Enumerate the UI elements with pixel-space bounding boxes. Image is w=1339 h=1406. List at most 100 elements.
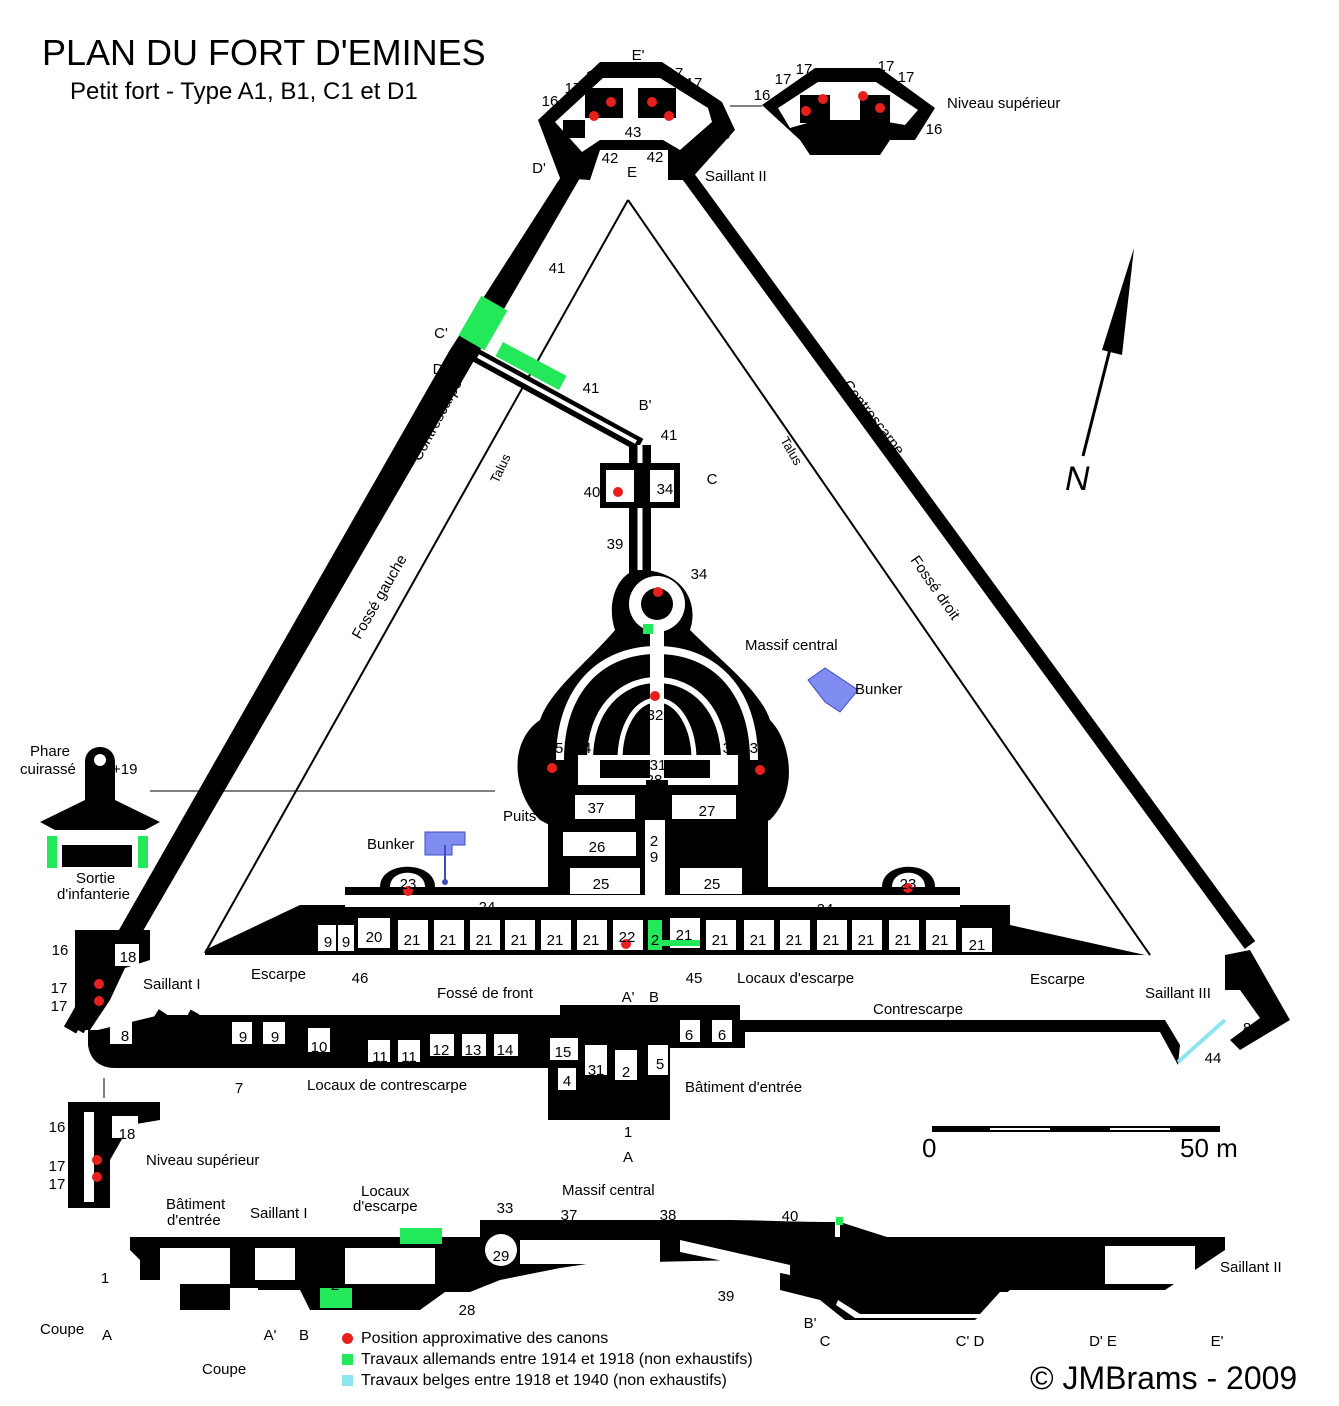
gallery-41-diag-inner [477, 354, 637, 444]
label-bunker-left: Bunker [367, 836, 415, 853]
room-label-61: 21 [476, 932, 493, 949]
label-saillant-3: Saillant III [1145, 985, 1211, 1002]
section-number-13: C' D [956, 1333, 985, 1350]
label-niveau-superieur-bottom: Niveau supérieur [146, 1152, 259, 1169]
label-talus-left: Talus [487, 451, 514, 485]
wall-right-outer [674, 161, 1256, 949]
room-label-32: 32 [647, 707, 664, 724]
room-8-left-a [110, 1022, 132, 1044]
section-entrance-window [160, 1248, 230, 1284]
room-label-69: 21 [750, 932, 767, 949]
room-label-38: 35 [750, 740, 767, 757]
room-label-81: 45 [686, 970, 703, 987]
room-label-30: 34 [620, 667, 637, 684]
saillant-1-upper-room-18 [112, 1116, 138, 1138]
label-saillant-1: Saillant I [143, 976, 201, 993]
section-number-14: D' E [1089, 1333, 1117, 1350]
room-label-79: 17 [51, 998, 68, 1015]
escarpe-rooms [205, 866, 1145, 955]
massif-german-works [643, 624, 653, 634]
legend-swatch-red [342, 1333, 353, 1344]
section-label-batiment-2: d'entrée [167, 1212, 221, 1229]
room-label-110: 16 [49, 1119, 66, 1136]
room-label-49: 26 [589, 839, 606, 856]
scale-end: 50 m [1180, 1133, 1238, 1163]
room-label-26: 34 [657, 481, 674, 498]
room-25-right [680, 868, 742, 894]
room-label-41: 30 [622, 757, 639, 774]
contrescarpe-walls [63, 105, 1256, 1098]
room-label-71: 21 [823, 932, 840, 949]
legend-swatch-green [342, 1354, 353, 1365]
page-subtitle: Petit fort - Type A1, B1, C1 et D1 [70, 78, 418, 105]
room-label-91: 9 [271, 1029, 279, 1046]
room-label-42: 31 [650, 757, 667, 774]
talus-left-line [204, 199, 629, 954]
room-label-82: A' [622, 989, 635, 1006]
label-locaux-escarpe: Locaux d'escarpe [737, 970, 854, 987]
room-label-70: 21 [786, 932, 803, 949]
room-label-52: 23 [400, 876, 417, 893]
room-label-19: 41 [583, 380, 600, 397]
room-label-109: A [623, 1149, 633, 1166]
room-label-63: 21 [547, 932, 564, 949]
room-label-0: 17 [565, 80, 582, 97]
room-label-60: 21 [440, 932, 457, 949]
room-label-75: 21 [969, 937, 986, 954]
section-number-6: 2 [197, 1295, 205, 1312]
room-label-90: 9 [239, 1029, 247, 1046]
section-escarpe-green-bottom [320, 1288, 352, 1308]
room-label-33: 36 [598, 726, 615, 743]
room-label-50: 25 [593, 876, 610, 893]
room-label-39: 33 [558, 765, 575, 782]
room-label-34: 36 [697, 726, 714, 743]
escarpe-corridor [345, 895, 960, 907]
room-label-59: 21 [404, 932, 421, 949]
escarpe-german-works-2 [660, 940, 700, 946]
bunkers [424, 667, 859, 885]
saillant-1-upper-gallery [84, 1112, 94, 1202]
section-number-5: 1 [101, 1270, 109, 1287]
room-label-103: 2 [622, 1064, 630, 1081]
room-25-left [570, 868, 640, 894]
room-label-68: 21 [712, 932, 729, 949]
room-label-2: 16 [542, 93, 559, 110]
room-label-21: C' [434, 325, 448, 342]
saillant-3-block [1225, 950, 1290, 1050]
room-label-113: 17 [49, 1176, 66, 1193]
legend-row-cannons: Position approximative des canons [342, 1328, 753, 1349]
room-label-67: 21 [676, 927, 693, 944]
sortie-block [62, 845, 132, 867]
room-label-80: 46 [352, 970, 369, 987]
room-label-24: C [707, 471, 718, 488]
room-label-74: 21 [932, 932, 949, 949]
talus-right-line [627, 199, 1151, 956]
room-label-94: 11 [401, 1049, 417, 1066]
label-fosse-front: Fossé de front [437, 985, 534, 1002]
section-room-29 [485, 1234, 517, 1266]
section-number-10: 41 [826, 1282, 843, 1299]
room-label-89: 8 [192, 1029, 200, 1046]
phare-body [40, 747, 160, 830]
section-escarpe-green-top [400, 1228, 442, 1244]
room-label-101: 3 [588, 1062, 596, 1079]
section-number-17: A' [264, 1327, 277, 1344]
section-number-16: A [102, 1327, 112, 1344]
legend-label-german: Travaux allemands entre 1914 et 1918 (no… [361, 1351, 753, 1368]
room-label-16: 17 [898, 69, 915, 86]
label-phare-19: +19 [112, 761, 137, 778]
section-label-locaux-2: d'escarpe [353, 1198, 418, 1215]
room-26 [563, 832, 636, 856]
label-saillant-2: Saillant II [705, 168, 767, 185]
room-label-73: 21 [895, 932, 912, 949]
label-phare-1: Phare [30, 743, 70, 760]
label-phare-2: cuirassé [20, 761, 76, 778]
room-label-43: 28 [646, 772, 663, 789]
label-escarpe-left: Escarpe [251, 966, 306, 983]
room-label-14: 16 [754, 87, 771, 104]
section-saillant1-window [255, 1248, 295, 1280]
section-number-4: 29 [493, 1248, 510, 1265]
phare-cuirasse [40, 747, 160, 868]
